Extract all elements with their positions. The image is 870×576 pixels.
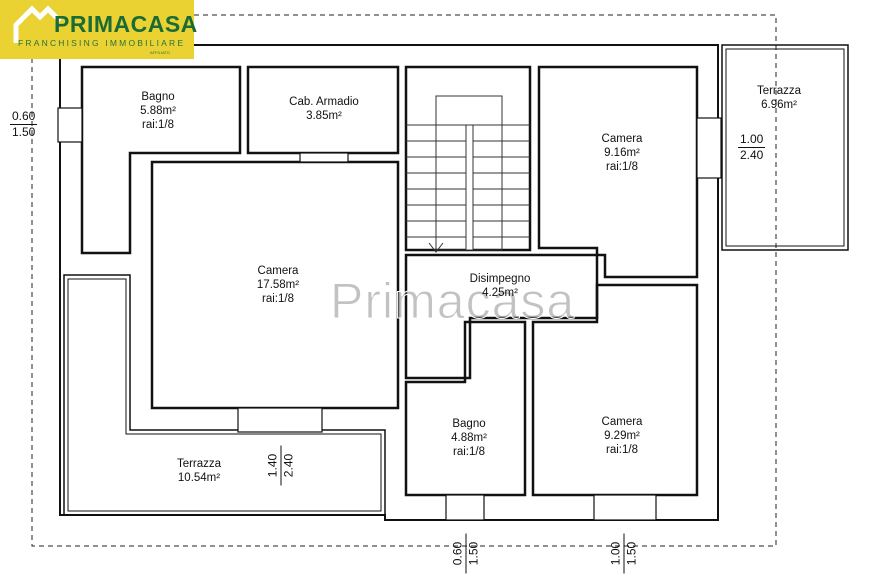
room-rai: rai:1/8 [142,119,174,131]
dimension-height: 2.40 [281,453,296,478]
dimension-terrace-door: 1.40 2.40 [265,445,297,486]
room-rai: rai:1/8 [606,444,638,456]
dimension-width: 1.00 [738,132,766,148]
exterior-wall [59,44,719,521]
dimension-height: 1.50 [466,541,481,566]
room-name: Camera [601,133,643,145]
house-logo-icon [13,5,62,43]
room-camera-top-right: Camera 9.16m² rai:1/8 [602,132,643,174]
room-bagno: Bagno 5.88m² rai:1/8 [140,90,176,132]
room-name: Cab. Armadio [289,96,359,108]
room-area: 9.16m² [604,147,640,159]
dimension-bottom-window-a: 0.60 1.50 [450,533,482,574]
room-rai: rai:1/8 [453,446,485,458]
logo: PRIMACASA FRANCHISING IMMOBILIARE AFFILI… [0,0,197,59]
dimension-left-window: 0.60 1.50 [10,109,38,140]
room-area: 10.54m² [177,472,221,484]
room-area: 4.25m² [482,287,518,299]
logo-tagline: FRANCHISING IMMOBILIARE [18,38,186,48]
room-name: Terrazza [176,458,222,470]
room-terrazza-bottom: Terrazza 10.54m² [177,457,221,485]
dimension-right-window: 1.00 2.40 [738,132,766,163]
dimension-height: 1.50 [12,125,36,139]
room-camera-bottom-right: Camera 9.29m² rai:1/8 [602,415,643,457]
dimension-width: 0.60 [450,533,467,574]
room-name: Terrazza [756,85,802,97]
staircase [406,95,530,253]
dimension-width: 1.40 [265,445,282,486]
room-cabina-armadio: Cab. Armadio 3.85m² [289,95,359,123]
room-area: 17.58m² [256,279,300,291]
wall-bagno-2 [404,320,527,497]
room-camera-main: Camera 17.58m² rai:1/8 [257,264,299,306]
dimension-height: 1.50 [624,541,639,566]
logo-affiliate: AFFILIATO [150,50,170,55]
room-name: Camera [601,416,643,428]
room-area: 6.96m² [761,99,797,111]
room-rai: rai:1/8 [606,161,638,173]
room-name: Bagno [141,91,175,103]
dimension-width: 1.00 [608,533,625,574]
room-name: Bagno [452,418,486,430]
room-rai: rai:1/8 [262,293,294,305]
room-area: 4.88m² [451,432,487,444]
room-bagno-2: Bagno 4.88m² rai:1/8 [451,417,487,459]
room-disimpegno: Disimpegno 4.25m² [470,272,531,300]
room-area: 3.85m² [306,110,342,122]
property-boundary [31,14,777,547]
wall-bagno [80,65,242,255]
room-name: Disimpegno [469,273,531,285]
dimension-height: 2.40 [740,148,764,162]
room-name: Camera [257,265,299,277]
wall-camera-bottom-right [531,283,699,497]
terrace-right [721,44,849,251]
room-area: 5.88m² [140,105,176,117]
dimension-width: 0.60 [10,109,38,125]
room-area: 9.29m² [604,430,640,442]
room-terrazza-right: Terrazza 6.96m² [757,84,801,112]
terrace-bottom [63,274,386,516]
logo-brand: PRIMACASA [54,11,198,37]
wall-disimpegno [404,253,599,380]
watermark: Primacasa [329,273,576,330]
windows [57,107,722,521]
dimension-bottom-window-b: 1.00 1.50 [608,533,640,574]
